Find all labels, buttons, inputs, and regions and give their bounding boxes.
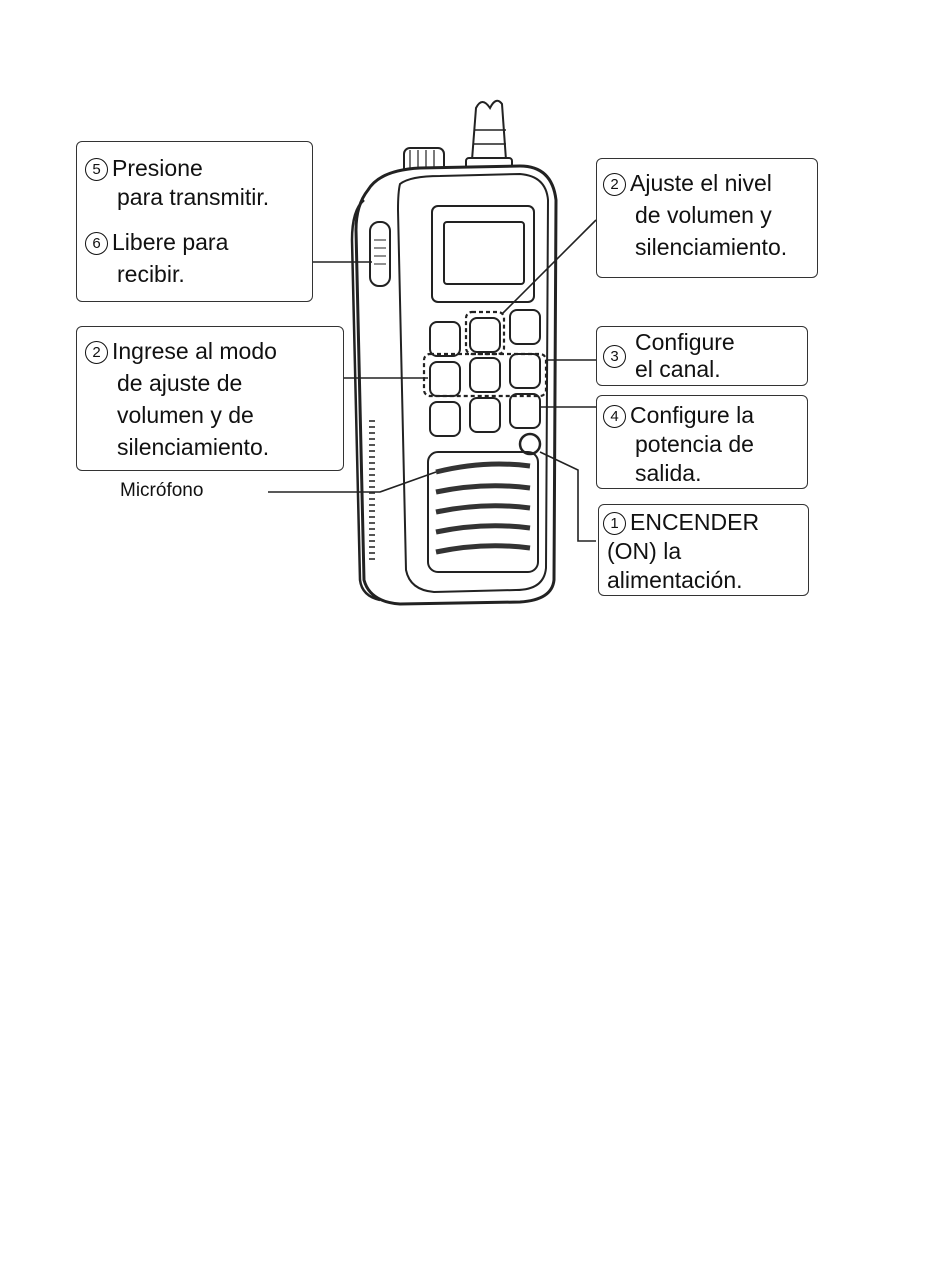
step-number-badge: 6 [85,232,108,255]
power-level-line-3: salida. [635,459,701,488]
step-number-badge: 1 [603,512,626,535]
keypad-button [510,310,540,344]
callout-volume-mode: 2 Ingrese al modo de ajuste de volumen y… [76,326,344,471]
keypad-button [430,322,460,356]
callout-channel: 3 Configure el canal. [596,326,808,386]
volume-mode-line-4: silenciamiento. [117,433,269,462]
power-on-line-1: ENCENDER [630,508,759,537]
volume-mode-line-1: Ingrese al modo [112,337,277,366]
volume-mode-line-2: de ajuste de [117,369,242,398]
power-on-line-3: alimentación. [607,566,743,595]
step-number-badge: 4 [603,405,626,428]
keypad-button [510,394,540,428]
volume-adjust-line-1: Ajuste el nivel [630,169,772,198]
display-screen [432,206,534,302]
volume-adjust-line-3: silenciamiento. [635,233,787,262]
volume-mode-line-3: volumen y de [117,401,254,430]
step-number-badge: 2 [85,341,108,364]
release-instruction-cont: recibir. [117,260,185,289]
keypad-button [430,402,460,436]
channel-line-2: el canal. [635,355,721,384]
release-instruction: Libere para [112,228,228,257]
keypad-button [470,358,500,392]
power-on-line-2: (ON) la [607,537,681,566]
power-level-line-1: Configure la [630,401,754,430]
press-instruction-cont: para transmitir. [117,183,269,212]
power-level-line-2: potencia de [635,430,754,459]
microphone-label: Micrófono [120,480,203,502]
keypad-button [430,362,460,396]
callout-power-level: 4 Configure la potencia de salida. [596,395,808,489]
keypad-button [470,318,500,352]
step-number-badge: 5 [85,158,108,181]
callout-power-on: 1 ENCENDER (ON) la alimentación. [598,504,809,596]
volume-adjust-line-2: de volumen y [635,201,772,230]
ptt-button [370,222,390,286]
keypad-button [470,398,500,432]
keypad-button [510,354,540,388]
press-instruction: Presione [112,154,203,183]
step-number-badge: 3 [603,345,626,368]
channel-line-1: Configure [635,328,735,357]
step-number-badge: 2 [603,173,626,196]
callout-volume-adjust: 2 Ajuste el nivel de volumen y silenciam… [596,158,818,278]
callout-ptt: 5 Presione para transmitir. 6 Libere par… [76,141,313,302]
